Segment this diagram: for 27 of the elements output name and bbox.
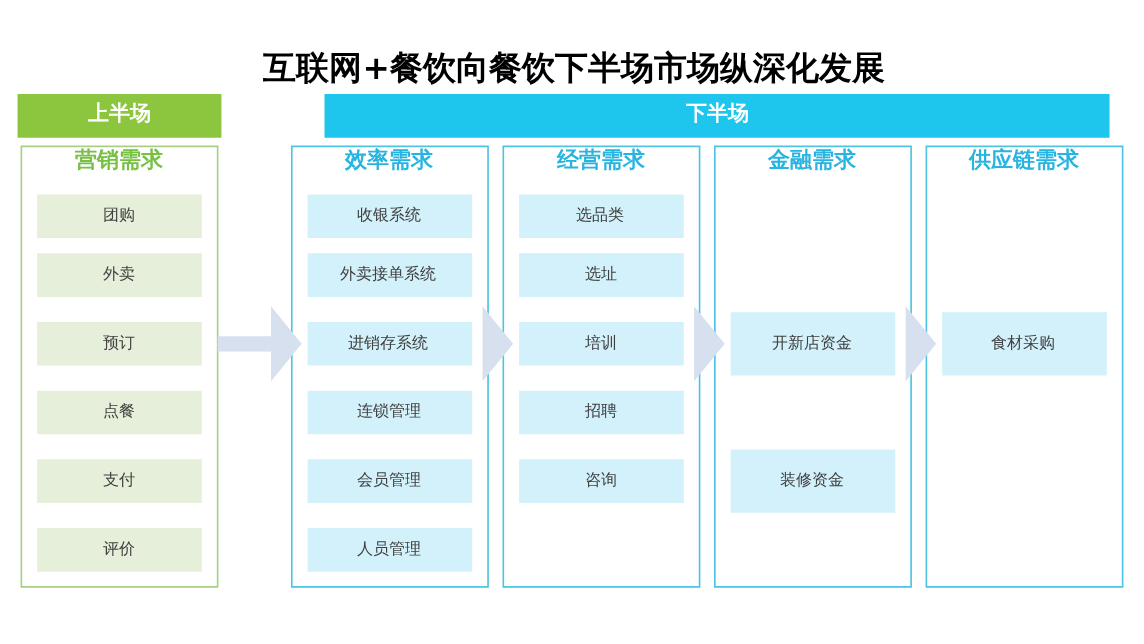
node-box: 连锁管理 <box>307 390 473 434</box>
arrow <box>905 305 937 381</box>
diagram-title: 互联网+餐饮向餐饮下半场市场纵深化发展 <box>263 48 885 87</box>
node-box: 会员管理 <box>307 458 473 503</box>
node-box: 点餐 <box>37 390 202 434</box>
node-box: 进销存系统 <box>307 321 473 366</box>
node-box: 培训 <box>519 321 684 366</box>
node-box: 下半场 <box>324 93 1110 138</box>
node-box: 预订 <box>37 321 202 366</box>
node-box: 选品类 <box>519 193 684 238</box>
node-box: 选址 <box>519 252 684 297</box>
node-box: 支付 <box>37 458 202 503</box>
node-box: 上半场 <box>17 93 222 138</box>
arrow <box>217 305 302 381</box>
arrow <box>482 305 514 381</box>
node-box: 开新店资金 <box>730 311 896 375</box>
node-box: 外卖接单系统 <box>307 252 473 297</box>
node-box: 评价 <box>37 527 202 572</box>
node-box: 装修资金 <box>730 449 896 513</box>
node-box: 招聘 <box>519 390 684 434</box>
arrow <box>694 305 725 381</box>
node-box: 外卖 <box>37 252 202 297</box>
node-box: 食材采购 <box>942 311 1107 375</box>
node-box: 人员管理 <box>307 527 473 572</box>
node-box: 收银系统 <box>307 193 473 238</box>
node-box: 团购 <box>37 193 202 238</box>
node-box: 咨询 <box>519 458 684 503</box>
